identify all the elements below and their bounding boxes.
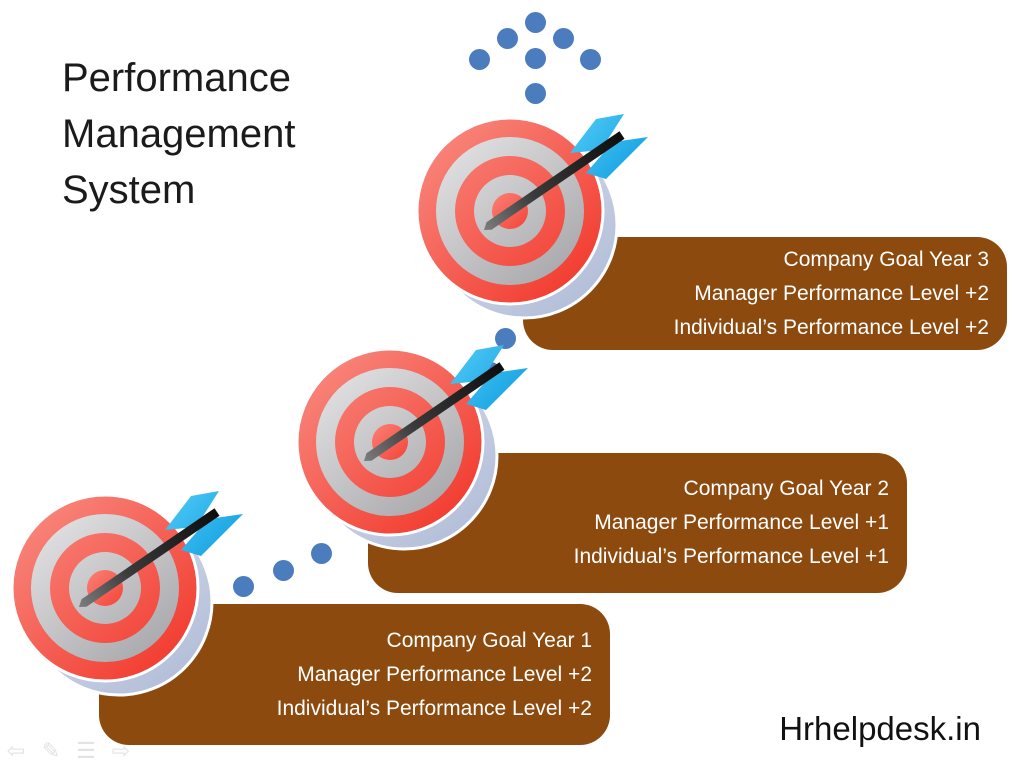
next-slide-icon[interactable]: ⇨ [111,738,131,763]
goal-line-manager: Manager Performance Level +1 [594,511,889,534]
goal-line-individual: Individual’s Performance Level +2 [673,315,989,339]
path-dot [524,47,546,69]
goal-box-year-1: Company Goal Year 1 Manager Performance … [99,604,610,745]
path-dot [552,27,574,49]
bullseye-arrow-icon [410,106,650,321]
goal-line-individual: Individual’s Performance Level +2 [276,696,592,720]
slide-menu-icon[interactable]: ☰ [76,738,96,763]
path-dot [524,82,546,104]
path-dot [494,327,516,349]
path-dot [579,48,601,70]
pen-tool-icon[interactable]: ✎ [41,738,61,763]
goal-line-individual: Individual’s Performance Level +1 [573,545,889,568]
bullseye-arrow-icon [5,483,245,698]
prev-slide-icon[interactable]: ⇦ [6,738,26,763]
bullseye-arrow-icon [290,337,530,552]
path-dot [468,48,490,70]
goal-line-company: Company Goal Year 3 [783,247,989,271]
path-dot [272,559,294,581]
presenter-toolbar: ⇦ ✎ ☰ ⇨ [5,740,132,762]
path-dot [524,11,546,33]
goal-line-company: Company Goal Year 2 [683,477,889,500]
goal-line-manager: Manager Performance Level +2 [694,281,989,305]
goal-line-manager: Manager Performance Level +2 [297,662,592,686]
slide-title: Performance Management System [62,56,296,212]
path-dot [496,27,518,49]
watermark-text: Hrhelpdesk.in [779,710,981,747]
path-dot [310,542,332,564]
goal-line-company: Company Goal Year 1 [386,628,592,652]
path-dot [232,575,254,597]
